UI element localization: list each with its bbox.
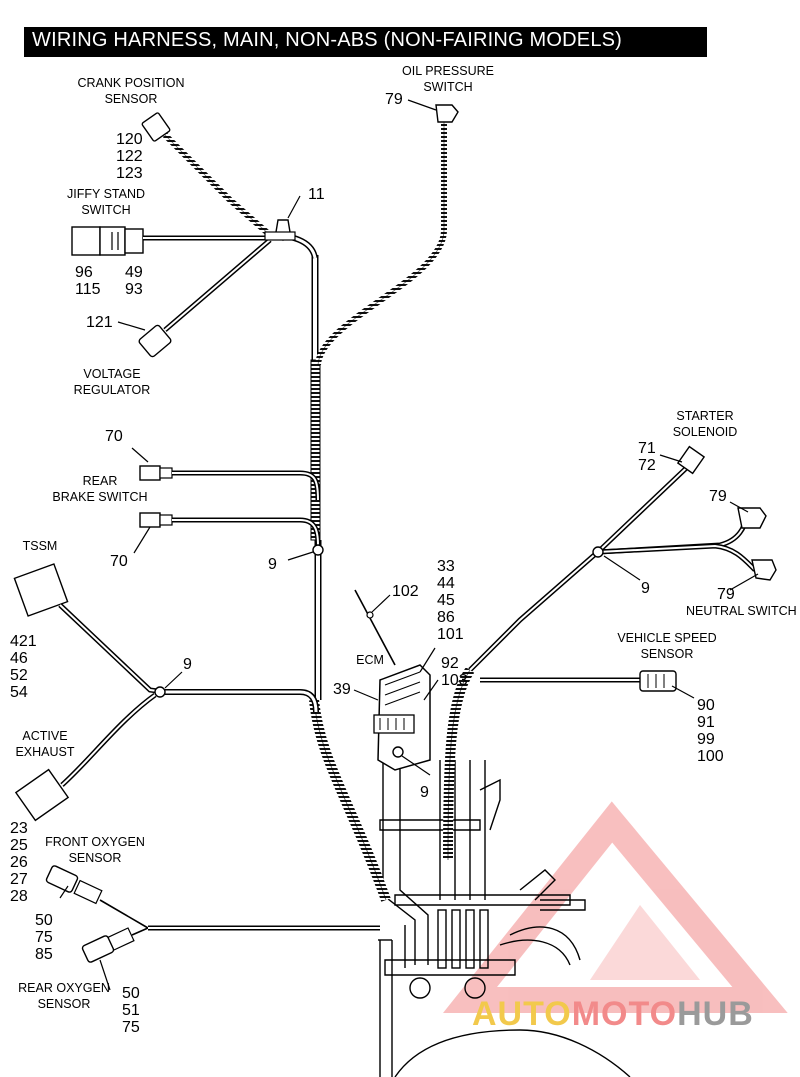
- callout-clip-11: 11: [308, 186, 325, 203]
- label-ecm: ECM: [356, 653, 384, 667]
- watermark-hub: HUB: [677, 995, 754, 1033]
- callout-clip-lower: 9: [183, 656, 192, 673]
- callout-voltage-regulator: 121: [86, 314, 113, 331]
- tssm-branch: [13, 563, 319, 713]
- callout-rear-brake-top: 70: [105, 428, 123, 445]
- oxygen-sensors: [45, 865, 380, 963]
- callout-neutral-switch: 79: [717, 586, 735, 603]
- callout-clip-right: 9: [641, 580, 650, 597]
- callout-ecm-ground: 102: [392, 583, 419, 600]
- oil-pressure-wire: [315, 104, 459, 366]
- label-neutral-switch: NEUTRAL SWITCH: [686, 604, 797, 618]
- callout-clip-mid: 9: [268, 556, 277, 573]
- callout-oil-pressure: 79: [385, 91, 403, 108]
- watermark-moto: MOTO: [571, 995, 678, 1033]
- rear-brake-branches: [139, 465, 324, 556]
- watermark-logo: [442, 801, 788, 1013]
- callout-oil-right: 79: [709, 488, 727, 505]
- right-harness: [443, 445, 777, 861]
- active-exhaust-branch: [14, 692, 157, 822]
- callout-rear-brake-bottom: 70: [110, 553, 128, 570]
- callout-ecm-left: 39: [333, 681, 351, 698]
- jiffy-branch: [71, 226, 270, 256]
- watermark-auto: AUTO: [472, 995, 572, 1033]
- label-tssm: TSSM: [22, 539, 58, 553]
- clip-11: [264, 219, 296, 242]
- frame-outline: [378, 778, 631, 1077]
- voltage-regulator-branch: [138, 238, 272, 358]
- ecm-module: [354, 589, 431, 771]
- leader-lines: [59, 99, 759, 991]
- main-trunk: [309, 255, 391, 902]
- ecm-pipes: [382, 750, 489, 969]
- watermark-text: AUTOMOTOHUB: [472, 995, 754, 1034]
- callout-ecm-clip: 9: [420, 784, 429, 801]
- title-bar: WIRING HARNESS, MAIN, NON-ABS (NON-FAIRI…: [24, 27, 707, 57]
- page-title: WIRING HARNESS, MAIN, NON-ABS (NON-FAIRI…: [32, 29, 623, 51]
